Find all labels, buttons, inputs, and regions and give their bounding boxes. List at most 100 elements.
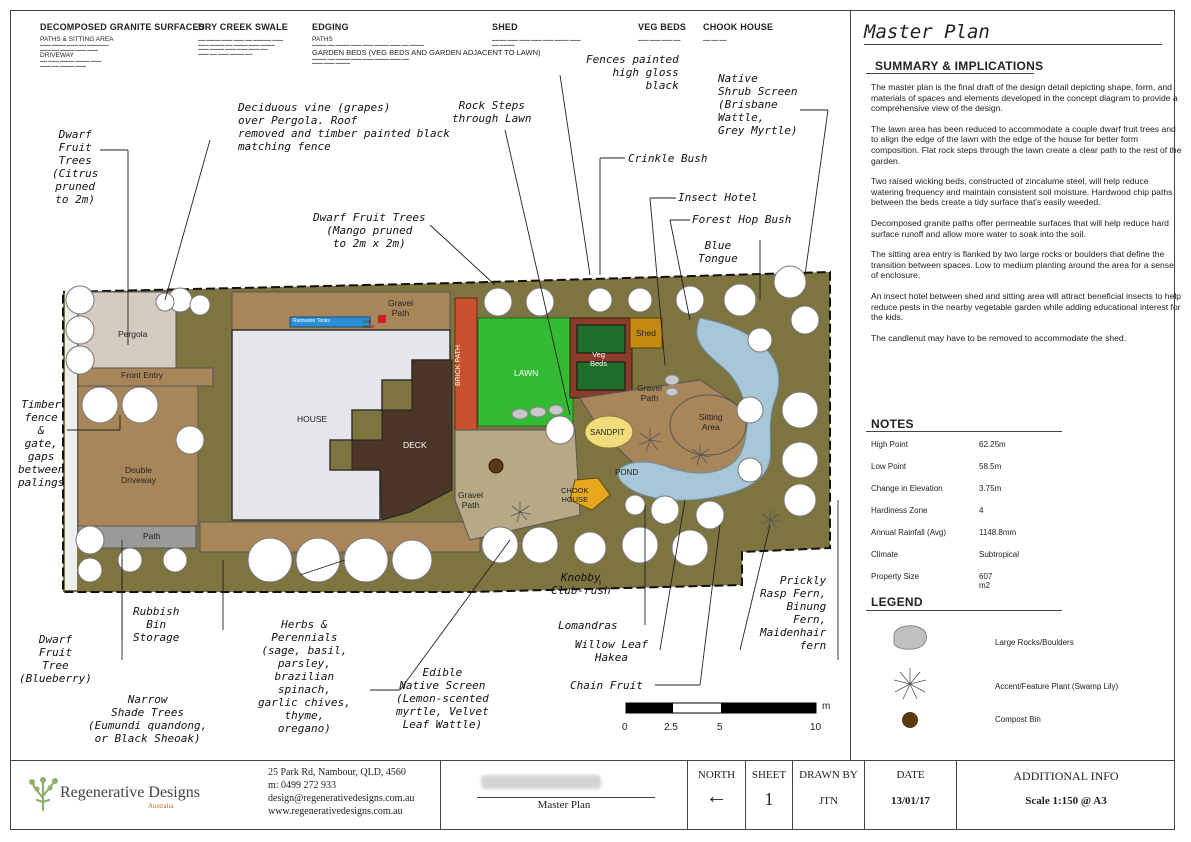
label-brick-path: BRICK PATH	[454, 345, 462, 386]
feature-plant-group	[510, 428, 781, 531]
note-herbs-perennials: Herbs & Perennials (sage, basil, parsley…	[258, 618, 351, 735]
spec-subtitle: PATHS	[312, 36, 333, 43]
summary-paragraph: The sitting area entry is flanked by two…	[871, 249, 1174, 281]
leader-lines	[67, 74, 839, 691]
label-pond: POND	[615, 468, 639, 477]
date-cell: DATE 13/01/17	[864, 761, 956, 830]
notes-value: 1148.8mm	[979, 528, 1017, 537]
company-subtitle: Australia	[148, 802, 174, 810]
note-knobby-club-rush: Knobby Club-rush	[551, 571, 611, 597]
date-value: 13/01/17	[890, 795, 931, 807]
spec-shed: SHED ▬▬▬▬ ▬▬▬ ▬▬▬ ▬▬▬ ▬▬▬ ▬▬▬▬ ▬▬▬▬▬ ▬▬▬…	[492, 22, 581, 47]
company-name: Regenerative Designs	[60, 784, 200, 801]
contact-email: design@regenerativedesigns.com.au	[268, 793, 415, 804]
summary-paragraph: An insect hotel between shed and sitting…	[871, 290, 1182, 323]
scale-tick: 0	[622, 722, 628, 733]
sandpit	[584, 415, 634, 449]
note-willow-leaf-hakea: Willow Leaf Hakea	[575, 638, 648, 664]
note-dwarf-fruit-citrus: Dwarf Fruit Trees (Citrus pruned to 2m)	[52, 128, 99, 206]
date-label: DATE	[896, 769, 925, 781]
drawn-by-cell: DRAWN BY JTN	[792, 761, 864, 830]
note-blue-tongue: Blue Tongue	[698, 239, 738, 265]
boulder	[511, 408, 529, 420]
veg-bed-2	[576, 361, 626, 391]
compost-bin	[488, 458, 504, 474]
feature-plant-icon	[893, 668, 927, 700]
spec-edging: EDGING PATHS ▬▬▬▬ ▬▬ ▬▬▬▬ ▬▬▬ ▬▬▬ ▬▬▬▬ ▬…	[312, 22, 541, 66]
title-block-rule	[10, 760, 1175, 761]
notes-label: Property Size	[871, 572, 920, 581]
label-shed: Shed	[636, 328, 656, 338]
note-lomandras: Lomandras	[558, 619, 618, 632]
spec-subtitle: GARDEN BEDS (VEG BEDS AND GARDEN ADJACEN…	[312, 47, 541, 57]
notes-value: Subtropical	[979, 550, 1020, 559]
contact-website: www.regenerativedesigns.com.au	[268, 806, 403, 817]
spec-title: DRY CREEK SWALE	[198, 22, 289, 32]
gravel-strip-bottom	[199, 521, 481, 553]
sitting-area	[669, 394, 747, 456]
spec-fine-print: ▬▬ ▬▬▬▬ ▬▬▬ ▬▬▬ ▬▬ ▬▬▬▬▬ ▬▬▬▬▬▬ ▬▬▬▬ ▬▬ …	[198, 38, 284, 56]
label-house: HOUSE	[297, 414, 328, 424]
spec-fine-print: ▬▬▬ ▬▬▬ ▬▬▬ ▬▬	[638, 38, 681, 42]
notes-value: 4	[979, 506, 984, 515]
boulder	[665, 387, 679, 397]
additional-info-cell: ADDITIONAL INFO Scale 1:150 @ A3	[956, 761, 1175, 830]
notes-label: High Point	[871, 440, 908, 449]
notes-heading: NOTES	[871, 417, 914, 431]
notes-label: Hardiness Zone	[871, 506, 928, 515]
spec-title: DECOMPOSED GRANITE SURFACES	[40, 22, 205, 32]
summary-paragraph: Two raised wicking beds, constructed of …	[871, 176, 1173, 208]
note-forest-hop-bush: Forest Hop Bush	[692, 213, 792, 226]
sheet-title: Master Plan	[537, 799, 591, 811]
sheet-title-cell: Master Plan	[440, 761, 687, 830]
label-lawn: LAWN	[514, 368, 539, 378]
spec-title: EDGING	[312, 22, 349, 32]
note-timber-fence: Timber fence & gate, gaps between paling…	[18, 398, 65, 489]
legend-heading: LEGEND	[871, 595, 923, 609]
label-gravel-path-top: Gravel Path	[388, 298, 414, 318]
note-deciduous-vine: Deciduous vine (grapes) over Pergola. Ro…	[238, 101, 450, 153]
spec-chook-house: CHOOK HOUSE ▬▬ ▬▬ ▬▬	[703, 22, 773, 43]
scale-tick: 10	[810, 722, 822, 733]
scale-bar-segment	[626, 703, 673, 713]
scale-bar-segment	[721, 703, 816, 713]
spec-subtitle: DRIVEWAY	[40, 52, 74, 59]
spec-veg-beds: VEG BEDS ▬▬▬ ▬▬▬ ▬▬▬ ▬▬	[638, 22, 686, 43]
redacted-client-name	[481, 775, 601, 789]
note-chain-fruit: Chain Fruit	[570, 679, 643, 692]
boulder	[529, 406, 547, 418]
north-arrow-icon: ←	[705, 783, 728, 808]
summary-paragraph: The master plan is the final draft of th…	[871, 82, 1178, 114]
scale-tick: 2.5	[664, 722, 678, 733]
summary-heading: SUMMARY & IMPLICATIONS	[875, 59, 1044, 73]
label-sandpit: SANDPIT	[590, 428, 625, 437]
additional-info-label: ADDITIONAL INFO	[1013, 769, 1119, 783]
dry-creek-swale	[617, 317, 780, 501]
spec-title: VEG BEDS	[638, 22, 687, 32]
sheet-value: 1	[764, 789, 774, 809]
rainwater-tanks	[289, 316, 371, 328]
note-rock-steps: Rock Steps through Lawn	[452, 99, 532, 125]
note-insect-hotel: Insect Hotel	[678, 191, 758, 204]
legend-rule	[866, 610, 1062, 611]
drawn-by-label: DRAWN BY	[799, 769, 858, 781]
spec-dry-creek: DRY CREEK SWALE ▬▬ ▬▬▬▬ ▬▬▬ ▬▬▬ ▬▬ ▬▬▬▬▬…	[198, 22, 288, 56]
chook-house	[569, 477, 611, 511]
note-fences-painted: Fences painted high gloss black	[586, 53, 679, 92]
label-gravel-path-bottom: Gravel Path	[458, 490, 484, 510]
drawing-frame	[10, 10, 1175, 830]
north-cell: NORTH ←	[687, 761, 745, 830]
note-rubbish-bin: Rubbish Bin Storage	[133, 605, 180, 644]
additional-info-value: Scale 1:150 @ A3	[1025, 795, 1107, 807]
note-edible-native-screen: Edible Native Screen (Lemon-scented myrt…	[396, 666, 489, 731]
note-native-shrub: Native Shrub Screen (Brisbane Wattle, Gr…	[718, 72, 798, 137]
north-label: NORTH	[697, 769, 736, 781]
label-gravel-path-right: Gravel Path	[637, 383, 663, 403]
summary-rule	[866, 73, 1034, 74]
spec-fine-print: ▬▬▬ ▬▬▬▬ ▬▬▬ ▬▬ ▬▬▬▬▬▬▬▬▬ ▬▬ ▬▬▬▬ ▬▬▬ ▬▬…	[40, 43, 109, 52]
